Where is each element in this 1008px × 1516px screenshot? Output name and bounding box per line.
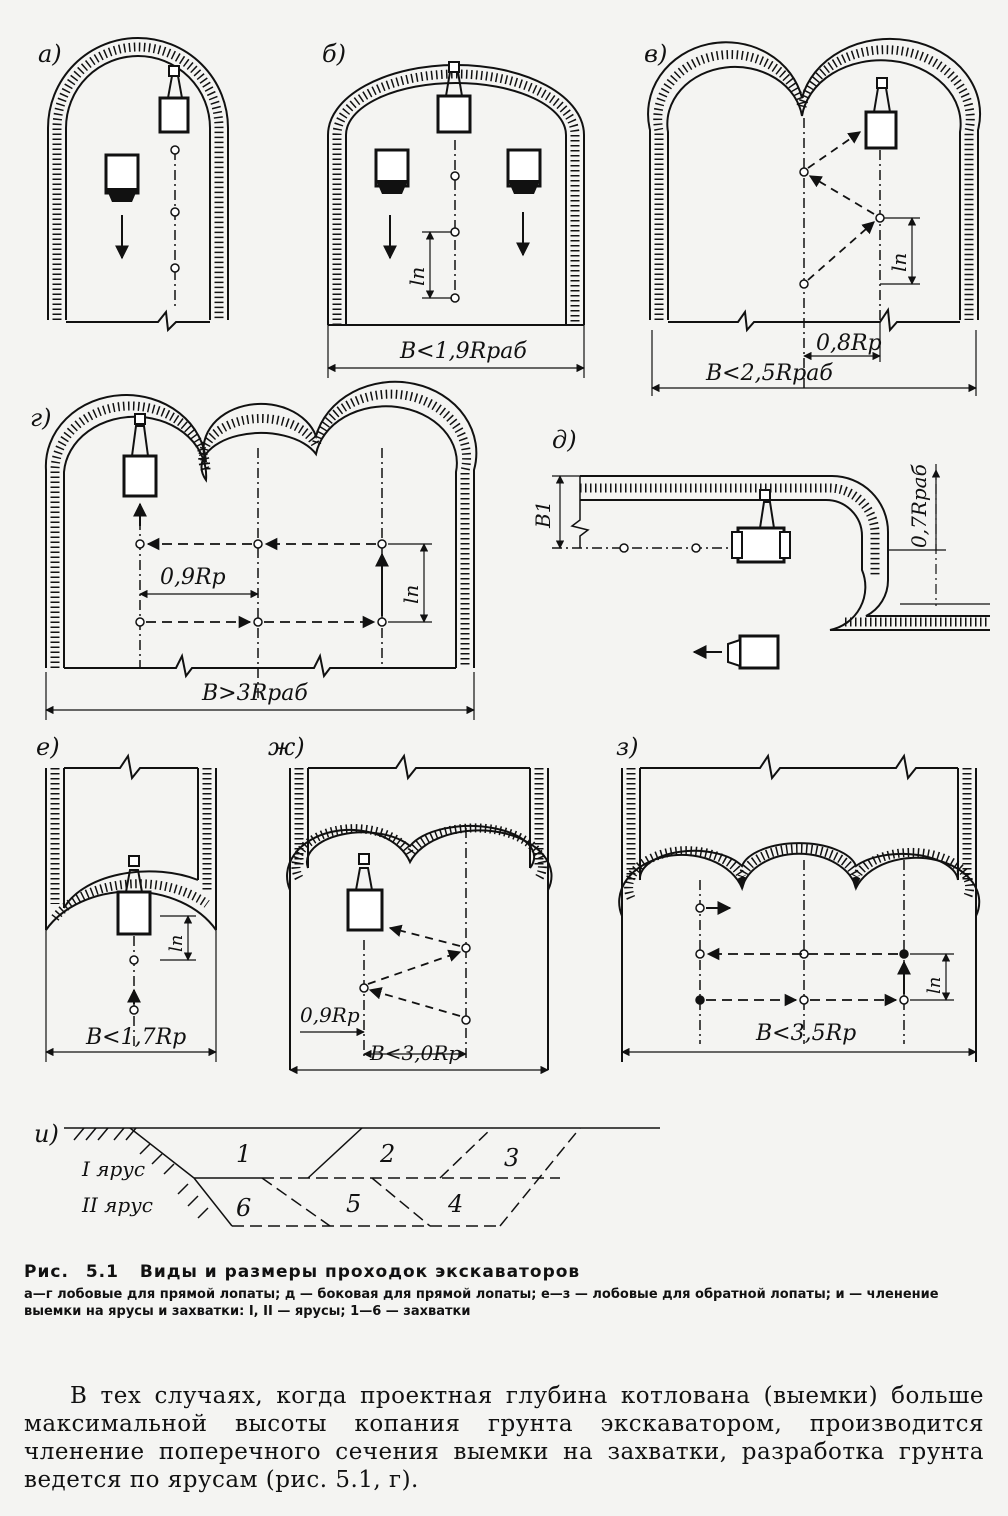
panel-g: г) 0,9Rр lп B>3Rраб [30,380,478,720]
zone-5: 5 [346,1190,361,1218]
panel-d-r-dim: 0,7Rраб [907,463,931,548]
panel-d-label: д) [552,426,577,454]
body-paragraph: В тех случаях, когда проектная глубина к… [24,1383,984,1493]
zone-3: 3 [504,1144,519,1172]
excavator-icon [122,454,158,498]
dump-truck-icon [374,148,410,194]
panel-v-lp: lп [887,253,911,272]
panel-g-width-dim: B>3Rраб [201,681,308,706]
zone-4: 4 [447,1190,463,1218]
panel-z-width-dim: B<3,5Rр [755,1021,856,1046]
panel-g-lp: lп [399,585,423,604]
panel-z-label: з) [616,733,638,761]
excavator-icon [731,489,791,564]
panel-e-lp: lп [166,935,187,952]
excavator-icon [864,110,898,150]
zone-6: 6 [236,1194,251,1222]
panel-zh-label: ж) [268,733,305,761]
caption-description: а—г лобовые для прямой лопаты; д — боков… [24,1287,939,1319]
panel-b-width-dim: B<1,9Rраб [399,339,527,364]
panel-e-width-dim: B<1,7Rр [85,1025,186,1050]
excavator-passes-figure: а) б) B<1,9Rраб [30,37,990,1227]
panel-b: б) B<1,9Rраб lп [322,40,585,378]
caption-title-line: Рис. 5.1 Виды и размеры проходок экскава… [24,1262,984,1282]
tier-2-label: II ярус [81,1193,153,1217]
panel-b-lp: lп [405,267,429,286]
panel-v-width-dim: B<2,5Rраб [705,361,833,386]
panel-zh: ж) 0,9Rр B<3,0Rр [268,733,553,1075]
panel-d-b1-dim: B1 [531,501,555,529]
excavator-icon [346,888,384,932]
panel-zh-step-dim: 0,9Rр [300,1003,360,1027]
excavator-icon [158,65,190,134]
excavator-icon [116,890,152,936]
figure-caption: Рис. 5.1 Виды и размеры проходок экскава… [24,1262,984,1320]
panel-g-step-dim: 0,9Rр [160,565,226,590]
panel-e-label: е) [36,733,60,761]
panel-d: д) B1 0,7Rраб [531,426,990,670]
panel-zh-width-dim: B<3,0Rр [369,1041,461,1065]
dump-truck-icon [727,634,780,670]
panel-z: з) lп B<3,5Rр [616,733,981,1062]
caption-title: Виды и размеры проходок экскаваторов [139,1262,581,1282]
panel-z-lp: lп [924,977,945,994]
panel-a-label: а) [38,40,62,68]
caption-label: Рис. [24,1262,69,1282]
panel-v-step-dim: 0,8Rр [816,331,882,356]
panel-v-label: в) [644,40,667,68]
zone-2: 2 [379,1140,395,1168]
panel-b-label: б) [322,40,346,68]
dump-truck-icon [506,148,542,194]
panel-i-label: и) [34,1120,59,1148]
panel-a: а) [38,37,229,333]
excavator-icon [436,94,472,134]
panel-i: и) I ярус II ярус 1 2 3 4 5 6 [34,1120,660,1227]
tier-1-label: I ярус [81,1157,145,1181]
zone-1: 1 [236,1140,251,1168]
caption-number: 5.1 [85,1262,119,1282]
panel-e: е) lп B<1,7Rр [36,733,217,1062]
panel-v: в) lп 0,8Rр B<2,5Rраб [644,38,981,396]
panel-g-label: г) [30,404,52,432]
dump-truck-icon [104,153,140,202]
